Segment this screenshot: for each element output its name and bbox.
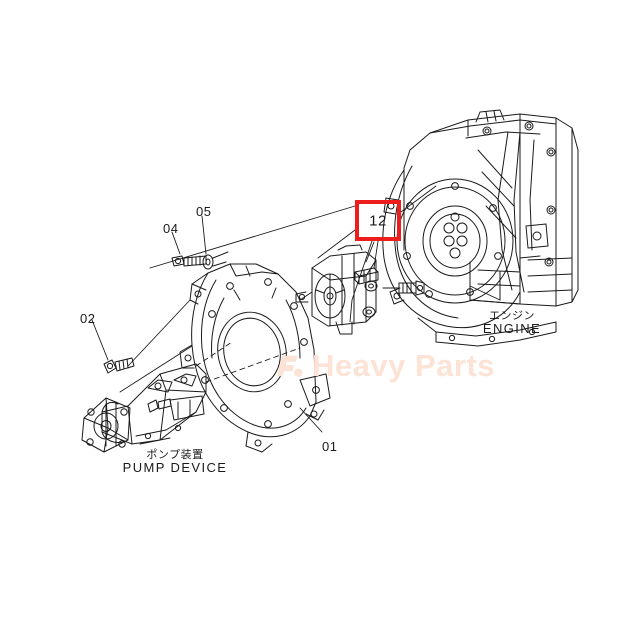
callout-04-label: 04 xyxy=(163,221,179,236)
callout-02-label: 02 xyxy=(80,311,96,326)
highlighted-part-label: 12 xyxy=(369,212,387,229)
caption-engine-jp: エンジン xyxy=(489,309,535,322)
callout-01-label: 01 xyxy=(322,439,338,454)
part-coupling-damper xyxy=(295,244,378,335)
caption-pump-device: ポンプ装置 PUMP DEVICE xyxy=(122,448,228,476)
caption-engine-en: ENGINE xyxy=(482,321,542,337)
callout-01: 01 xyxy=(322,440,337,453)
callout-04: 04 xyxy=(163,222,178,235)
caption-pump-device-jp: ポンプ装置 xyxy=(146,448,204,461)
highlighted-part-box: 12 xyxy=(355,200,401,241)
part-pump-device xyxy=(81,363,207,453)
caption-engine: エンジン ENGINE xyxy=(482,309,542,337)
leader-lines xyxy=(91,185,501,433)
part-bolt-04 xyxy=(171,255,207,267)
callout-02: 02 xyxy=(80,312,95,325)
caption-pump-device-en: PUMP DEVICE xyxy=(122,460,228,476)
callout-05: 05 xyxy=(196,205,211,218)
part-washer-05 xyxy=(202,251,229,270)
part-bolt-coupling xyxy=(382,280,425,296)
part-bolt-02 xyxy=(103,357,135,374)
part-engine-block xyxy=(382,109,579,347)
part-housing-adapter-plate xyxy=(179,263,331,453)
callout-05-label: 05 xyxy=(196,204,212,219)
